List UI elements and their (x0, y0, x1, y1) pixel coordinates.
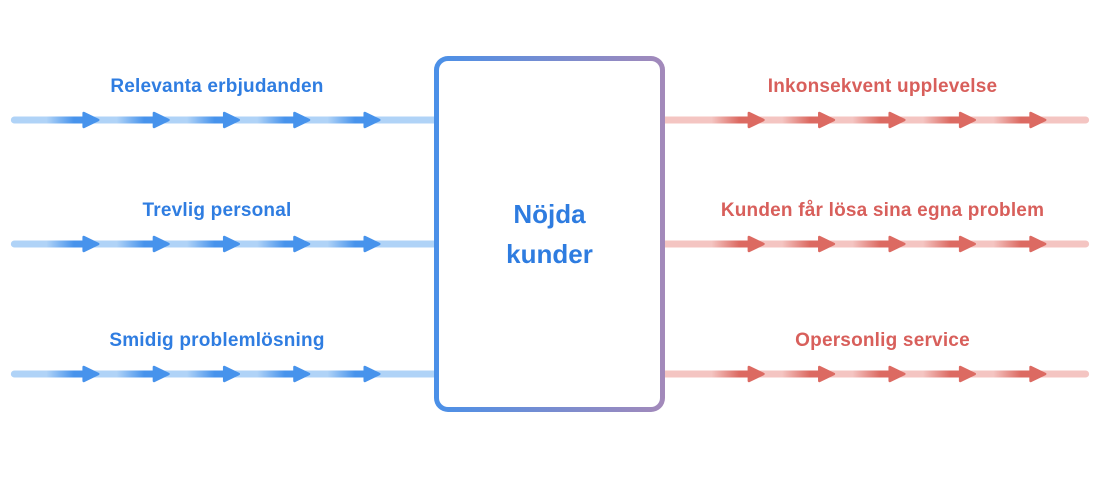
right-arrow-flow-icon (665, 109, 1100, 131)
right-arrow-flow-icon (665, 233, 1100, 255)
input-label: Trevlig personal (142, 200, 292, 221)
input-label: Relevanta erbjudanden (110, 76, 324, 97)
output-label: Opersonlig service (795, 330, 970, 351)
output-flow-row: Inkonsekvent upplevelse (665, 74, 1100, 131)
center-box: Nöjda kunder (434, 56, 665, 412)
center-box-inner: Nöjda kunder (439, 61, 660, 407)
right-arrow-flow-icon (0, 363, 434, 385)
input-flow-row: Trevlig personal (0, 198, 434, 255)
input-label: Smidig problemlösning (109, 330, 325, 351)
output-label: Kunden får lösa sina egna problem (720, 200, 1045, 221)
right-arrow-flow-icon (0, 109, 434, 131)
output-label: Inkonsekvent upplevelse (767, 76, 998, 97)
output-flow-row: Opersonlig service (665, 328, 1100, 385)
input-flow-row: Relevanta erbjudanden (0, 74, 434, 131)
input-flow-row: Smidig problemlösning (0, 328, 434, 385)
output-flow-row: Kunden får lösa sina egna problem (665, 198, 1100, 255)
center-box-title: Nöjda kunder (506, 199, 593, 269)
right-arrow-flow-icon (0, 233, 434, 255)
right-arrow-flow-icon (665, 363, 1100, 385)
